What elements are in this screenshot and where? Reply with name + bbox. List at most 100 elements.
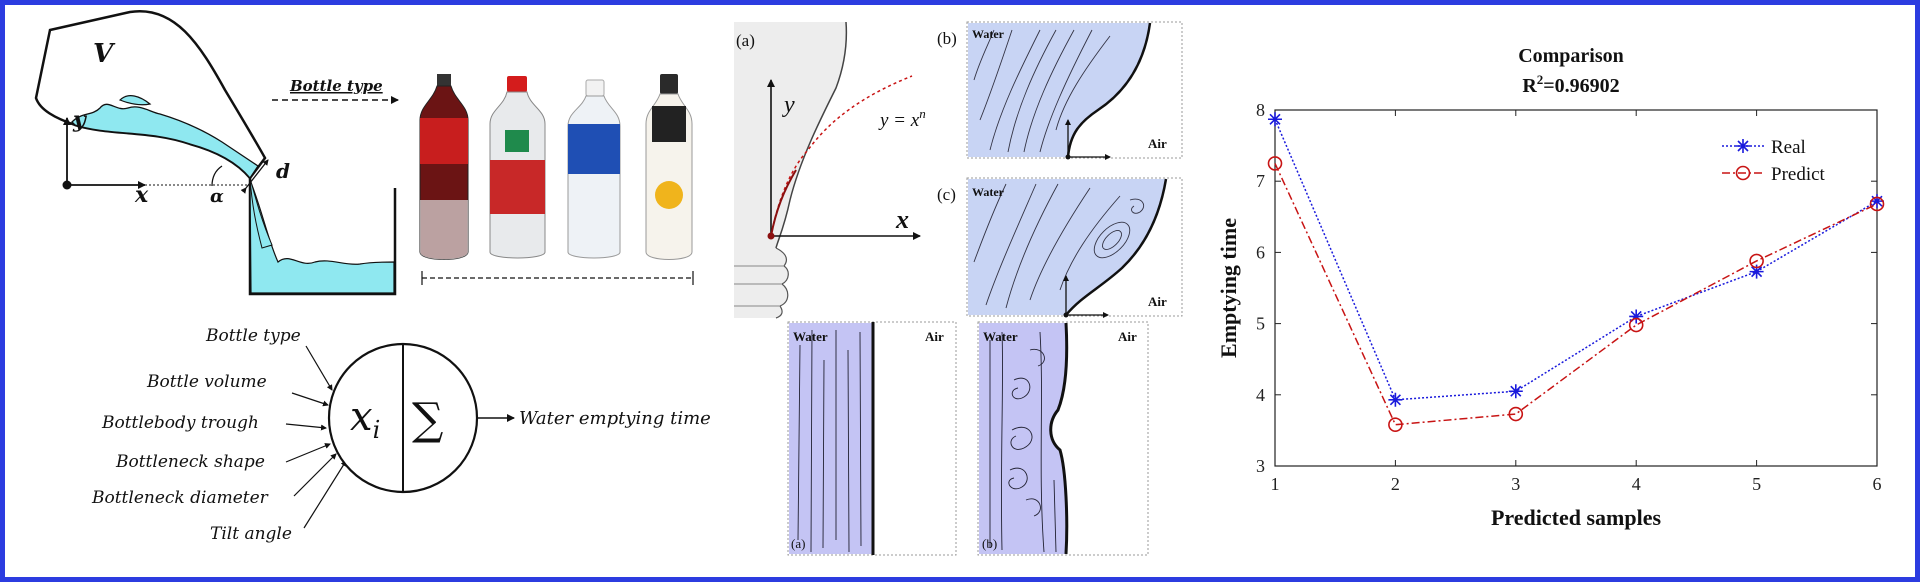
panel-b-bottom-vortex-3: [1008, 467, 1028, 490]
bottleneck-curve-panel: (a) y x y = xn: [734, 21, 926, 319]
panel-a-bottom-streamlines: [797, 329, 862, 553]
panel-c-water-label: Water: [972, 185, 1005, 199]
panel-c-vortex-3: [1129, 198, 1144, 214]
input-arrow-1: [305, 345, 333, 391]
tilted-bottle-diagram: V y x α d: [34, 9, 397, 296]
panel-c-interface: [1065, 178, 1168, 316]
bottle-1-label: [420, 118, 468, 164]
input-bottle-volume: Bottle volume: [146, 372, 267, 392]
chart-xlabel: Predicted samples: [1491, 505, 1662, 530]
bottle-4-logo: [652, 106, 686, 142]
panel-b-bottom-vortex-4: [1025, 348, 1045, 517]
y-tick-label: 6: [1256, 242, 1265, 262]
bottleneck-shading: [734, 22, 847, 318]
bottle-3-label: [568, 124, 620, 174]
bottle-photo-2: [489, 76, 546, 259]
panel-c-vortex-2: [1102, 230, 1122, 250]
label-panel-b-top: (b): [937, 29, 957, 48]
label-panel-b-bottom: (b): [982, 536, 997, 551]
bottleneck-outline: [775, 21, 848, 249]
curve-label-x: x: [895, 205, 909, 234]
data-point-predict: [1749, 253, 1764, 269]
label-panel-c: (c): [937, 185, 956, 204]
chart-legend: Real Predict: [1722, 137, 1826, 185]
panel-b-bottom-streamlines: [989, 331, 1057, 553]
water-stream: [249, 177, 273, 249]
legend-real-label: Real: [1771, 137, 1806, 158]
bottle-1-cap: [437, 74, 451, 86]
bottleneck-thread-lines: [734, 265, 784, 307]
container-water: [249, 179, 395, 294]
panel-b-top-streamlines: [973, 29, 1111, 153]
bottle-type-label: Bottle type: [289, 77, 383, 95]
input-bottleneck-diameter: Bottleneck diameter: [91, 488, 269, 508]
bottle-2-logo: [505, 130, 529, 152]
panel-c-air-label: Air: [1148, 294, 1167, 309]
data-point-predict: [1869, 196, 1885, 212]
bottle-photo-1: [419, 74, 469, 260]
series-line-real: [1274, 118, 1878, 401]
label-x: x: [134, 182, 149, 208]
flow-panel-a-bottom: Water Air (a): [787, 321, 957, 556]
bottle-1-base: [420, 200, 468, 260]
label-d: d: [276, 159, 290, 183]
panel-b-bottom-interface: [1049, 322, 1069, 555]
chart-plot-area: [1274, 109, 1878, 467]
x-tick-label: 4: [1632, 474, 1641, 494]
input-bottlebody-trough: Bottlebody trough: [101, 413, 259, 433]
bottle-3-cap: [585, 79, 605, 97]
data-point-predict: [1267, 156, 1283, 171]
legend-predict-marker: [1735, 165, 1751, 181]
x-tick-label: 6: [1873, 474, 1882, 494]
label-alpha: α: [210, 186, 224, 207]
panel-a-bottom-water-label: Water: [793, 329, 828, 344]
panel-a-bottom-water: [789, 323, 873, 554]
output-label: Water emptying time: [519, 408, 711, 429]
data-point-predict: [1388, 417, 1403, 433]
input-arrow-2: [291, 392, 329, 407]
curve-label-y: y: [782, 92, 795, 118]
label-panel-a-bottom: (a): [791, 536, 805, 551]
panel-c-origin: [1063, 312, 1069, 318]
x-tick-label: 3: [1511, 474, 1520, 494]
x-tick-label: 2: [1391, 474, 1400, 494]
panel-c-water: [968, 179, 1166, 315]
input-arrow-4: [285, 443, 331, 463]
data-point-predict: [1628, 317, 1644, 333]
alpha-arc: [211, 165, 223, 187]
input-tilt-angle: Tilt angle: [210, 524, 292, 544]
bottle-2-label: [490, 160, 545, 214]
neuron-diagram: Bottle type Bottle volume Bottlebody tro…: [91, 326, 711, 544]
bottle-4-cap: [660, 74, 678, 94]
curve-power-law: [770, 75, 913, 237]
data-point-real: [1268, 112, 1282, 127]
label-v: V: [93, 39, 116, 69]
input-arrow-3: [285, 423, 327, 431]
panel-b-bottom-vortex-2: [1010, 427, 1033, 450]
bottle-3-body: [567, 95, 621, 259]
bottle-photo-3: [567, 79, 621, 259]
input-bottleneck-shape: Bottleneck shape: [115, 452, 265, 472]
y-tick-label: 4: [1256, 385, 1265, 405]
y-tick-label: 5: [1256, 314, 1265, 334]
data-point-real: [1629, 309, 1644, 324]
panel-a-bottom-air-label: Air: [925, 329, 944, 344]
flow-panel-c: (c) Water Air: [937, 177, 1183, 318]
panel-b-bottom-vortex-1: [1011, 377, 1031, 400]
origin-dot: [62, 180, 72, 190]
legend-predict-label: Predict: [1771, 164, 1826, 185]
chart-title: Comparison: [1518, 45, 1624, 67]
panel-b-top-origin: [1065, 154, 1071, 160]
neuron-sum: ∑: [412, 394, 443, 445]
y-tick-label: 8: [1256, 100, 1265, 120]
panel-b-bottom-water-label: Water: [983, 329, 1018, 344]
x-tick-label: 5: [1752, 474, 1761, 494]
flow-panel-b-bottom: Water Air (b): [977, 321, 1149, 556]
panel-b-top-interface: [1066, 22, 1152, 158]
y-tick-label: 7: [1256, 171, 1265, 191]
data-point-real: [1870, 194, 1884, 209]
panel-b-bottom-air-label: Air: [1118, 329, 1137, 344]
input-bottle-type: Bottle type: [205, 326, 301, 346]
